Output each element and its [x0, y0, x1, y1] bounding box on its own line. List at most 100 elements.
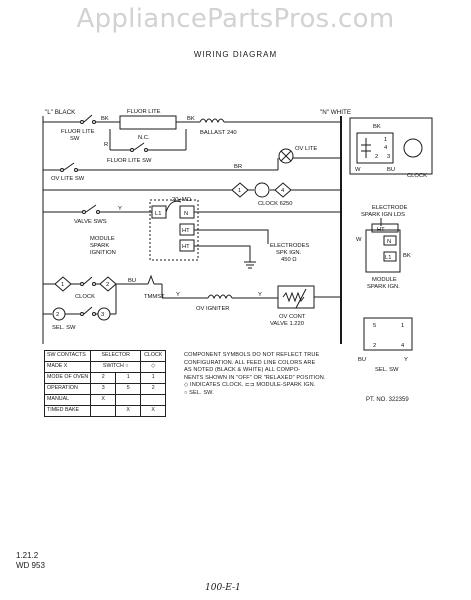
table-subheader: ◇	[140, 361, 167, 373]
sel-inset-t5: 5	[373, 323, 376, 329]
table-cell: OPERATION	[43, 383, 92, 395]
fluor-lite-tube	[119, 115, 177, 130]
thermostat-contact	[147, 274, 155, 285]
ballast-coil	[199, 118, 225, 124]
table-cell: 5	[115, 383, 142, 395]
table-cell	[140, 394, 167, 406]
nc-label: N.C.	[138, 135, 150, 141]
module-label-b: SPARK	[90, 243, 109, 249]
l1-label: "L" BLACK	[45, 109, 76, 116]
watermark: AppliancePartsPros.com	[76, 4, 395, 34]
wire-y-3: Y	[258, 292, 262, 298]
table-row: MADE X SWITCH ○ ◇	[43, 361, 167, 373]
ov-lite-label: OV LITE	[295, 146, 317, 152]
note-line: AS NOTED (BLACK & WHITE) ALL COMPO-	[184, 367, 301, 374]
clock-inset-t1: 1	[384, 137, 387, 143]
fluor-lite-label: FLUOR LITE	[127, 109, 161, 115]
note-line: COMPONENT SYMBOLS DO NOT REFLECT TRUE	[184, 352, 320, 358]
table-cell: X	[90, 394, 117, 406]
note-line: CONFIGURATION. ALL FEED LINE COLORS ARE	[184, 359, 316, 366]
table-cell: MANUAL	[43, 394, 92, 406]
ov-lite-bulb	[278, 148, 294, 164]
spk-ohm-label: 450 Ω	[281, 257, 297, 263]
marker-2-a: 2	[106, 282, 109, 288]
table-cell: 1	[115, 372, 142, 384]
electrodes-label: ELECTRODES	[270, 243, 309, 249]
clock-inset-t4: 4	[384, 145, 388, 151]
table-row: MODE OF OVEN 2 1 1	[43, 372, 167, 384]
marker-2-b: 2	[56, 312, 59, 318]
table-row: MANUAL X	[43, 394, 167, 406]
module-inset-title-b: SPARK IGN LDS	[361, 212, 405, 218]
table-cell: X	[140, 405, 167, 417]
module-inset-n: N	[387, 239, 391, 245]
table-cell: 2	[90, 372, 117, 384]
clock-inset-t3: 3	[387, 154, 390, 160]
module-inset-bk: BK	[403, 253, 411, 259]
drawing-number-b: WD 953	[16, 561, 45, 570]
res-top-label: 20+MΩ	[172, 197, 192, 203]
module-label-c: IGNITION	[90, 250, 116, 256]
valve-sws-label: VALVE SWS	[74, 219, 107, 225]
wire-r: R	[104, 142, 108, 148]
wire-bu: BU	[128, 278, 136, 284]
sel-inset-t1: 1	[401, 323, 404, 329]
table-row: TIMED BAKE X X	[43, 405, 167, 417]
table-cell	[90, 405, 117, 417]
sel-inset-bu: BU	[358, 357, 366, 363]
fluor-lite-sw-label-b: SW	[70, 136, 80, 142]
ov-igniter-label: OV IGNITER	[196, 306, 230, 312]
clock-inset-frame	[349, 117, 433, 175]
tmmst-label: TMMST	[144, 294, 165, 300]
marker-1-a: 1	[238, 188, 241, 194]
ov-lite-sw-label: OV LITE SW	[51, 176, 85, 182]
table-cell: 2	[140, 383, 167, 395]
module-inset-label-a: MODULE	[372, 277, 397, 283]
module-label-a: MODULE	[90, 236, 115, 242]
clock-label: CLOCK	[75, 294, 95, 300]
drawing-number-a: 1.21.2	[16, 551, 39, 560]
table-subheader: SWITCH ○	[90, 361, 142, 373]
module-inset-label-b: SPARK IGN.	[367, 284, 400, 290]
table-cell	[115, 394, 142, 406]
module-inset-body	[365, 229, 401, 273]
table-header: SW CONTACTS	[43, 350, 92, 362]
table-cell: 3	[90, 383, 117, 395]
ht-2: HT	[182, 244, 190, 250]
clock-inset-w: W	[355, 167, 361, 173]
table-cell: 1	[140, 372, 167, 384]
sel-inset-label: SEL. SW	[375, 367, 399, 373]
fluor-lite-sw2-label: FLUOR LITE SW	[107, 158, 152, 164]
table-row: SW CONTACTS SELECTOR CLOCK	[43, 350, 167, 362]
wire-br: BR	[234, 164, 242, 170]
ht-1: HT	[182, 228, 190, 234]
note-line: NENTS SHOWN IN "OFF" OR "RELAXED" POSITI…	[184, 374, 326, 381]
table-header: CLOCK	[140, 350, 167, 362]
marker-4-a: 4	[281, 188, 285, 194]
table-cell: MODE OF OVEN	[43, 372, 92, 384]
table-cell: X	[115, 405, 142, 417]
switch-contacts-table: SW CONTACTS SELECTOR CLOCK MADE X SWITCH…	[43, 350, 167, 417]
n-label: "N" WHITE	[320, 109, 351, 116]
marker-1-b: 1	[61, 282, 64, 288]
clock-inset-label: CLOCK	[407, 173, 427, 179]
sel-inset-t4: 4	[401, 343, 405, 349]
fluor-lite-sw-label-a: FLUOR LITE	[61, 129, 95, 135]
sel-sw-label: SEL. SW	[52, 325, 76, 331]
module-inset-title-a: ELECTRODE	[372, 205, 408, 211]
handwritten-note: 100-E-1	[205, 583, 241, 593]
n-term: N	[184, 211, 188, 217]
module-inset-l1: L1	[385, 255, 391, 261]
ov-cont-label-b: VALVE 1.220	[270, 321, 304, 327]
note-line: ◇ INDICATES CLOCK. ⊏⊐ MODULE-SPARK IGN.	[184, 382, 316, 389]
wire-bk-1: BK	[101, 116, 109, 122]
table-cell: TIMED BAKE	[43, 405, 92, 417]
table-subheader: MADE X	[43, 361, 92, 373]
component-notes: COMPONENT SYMBOLS DO NOT REFLECT TRUE CO…	[184, 352, 366, 397]
clock-motor	[254, 182, 270, 198]
sel-inset-y: Y	[404, 357, 408, 363]
drawing-number: 1.21.2 WD 953	[16, 551, 45, 571]
wire-y-2: Y	[176, 292, 180, 298]
